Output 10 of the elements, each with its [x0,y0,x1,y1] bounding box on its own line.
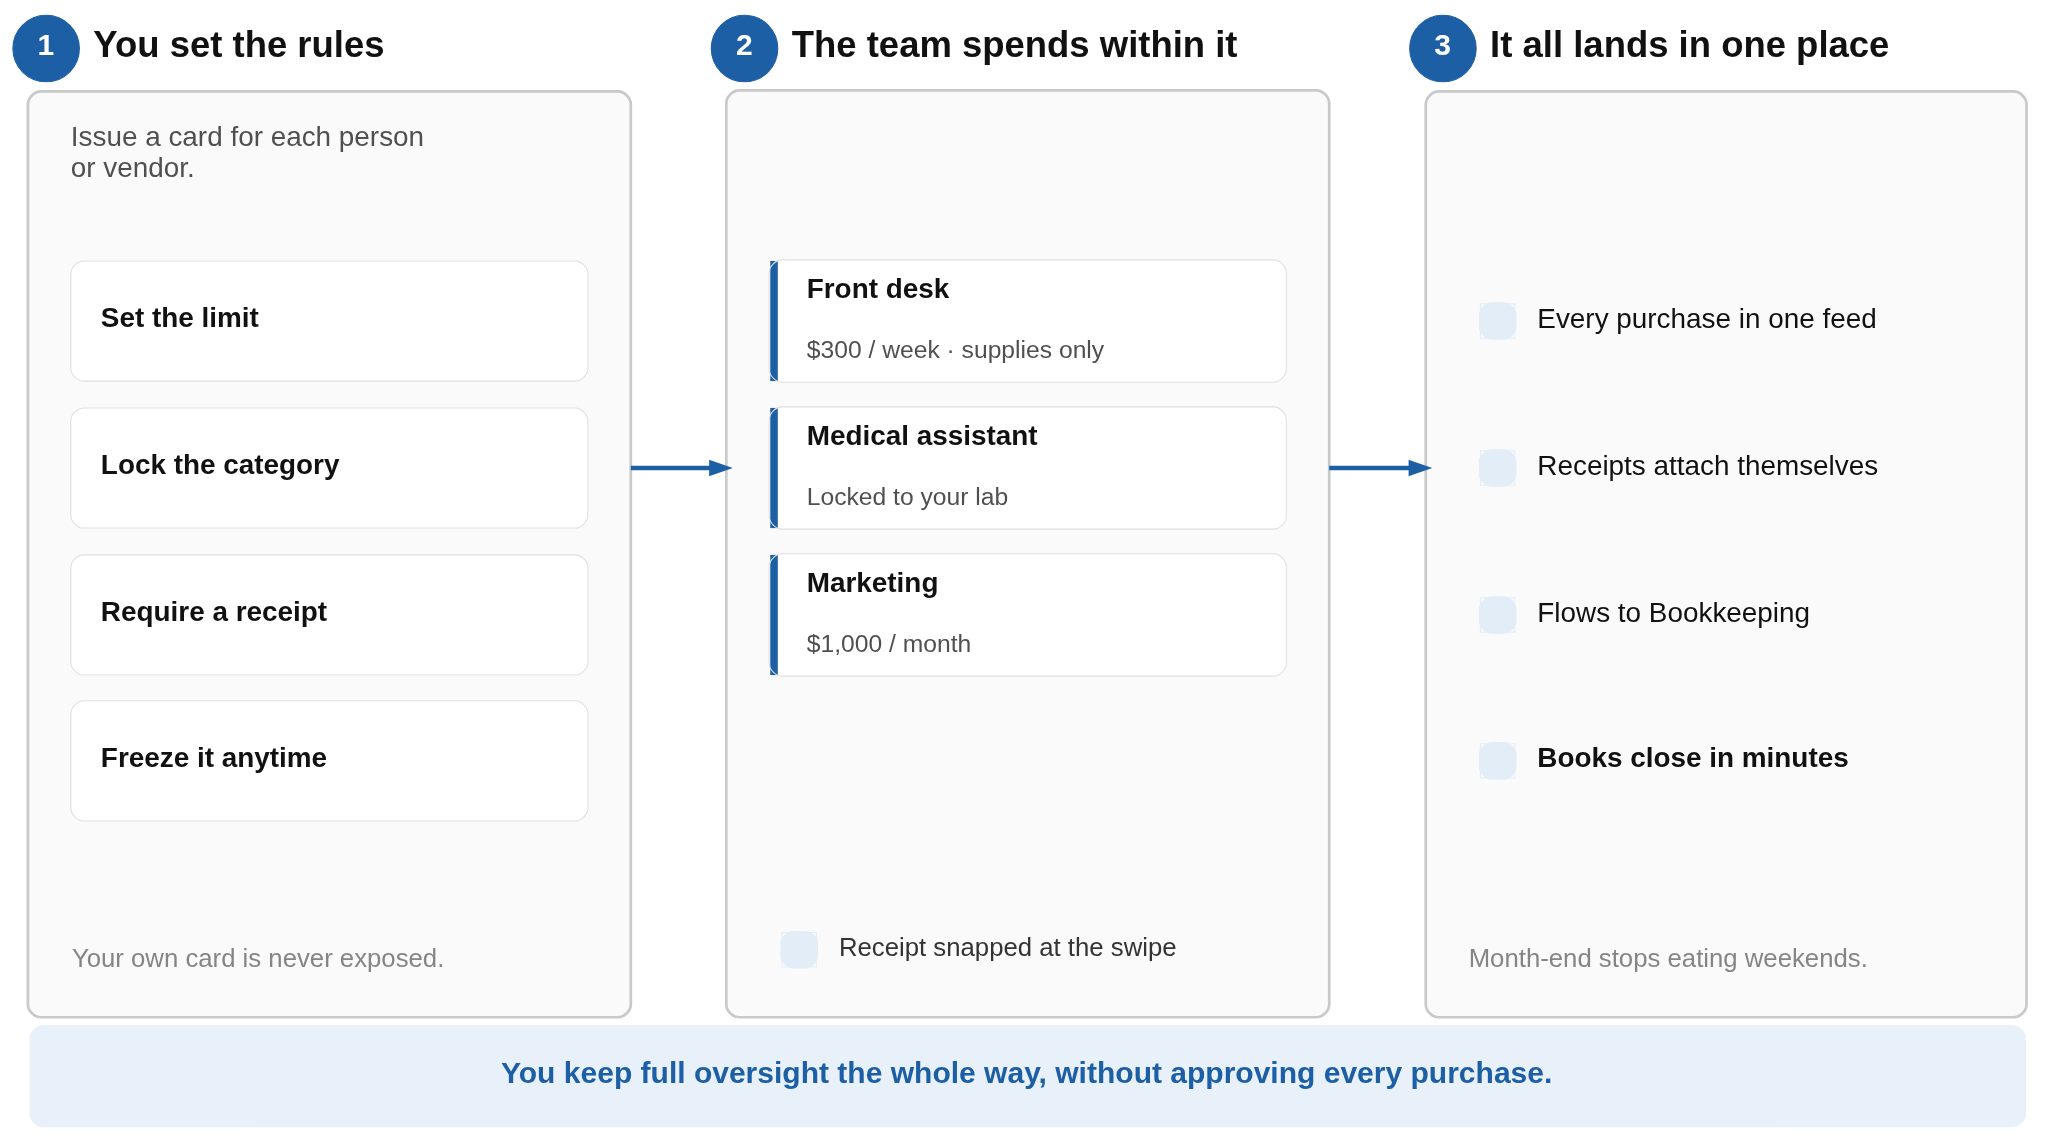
node-label: It all lands in one place [1490,24,1890,66]
node-circle: 3 [1409,14,1477,83]
node-label: The team spends within it [791,24,1238,66]
node-circle: 2 [710,14,779,83]
node-circle: 1 [12,14,80,83]
arrow [630,459,733,477]
node-label: You set the rules [93,24,385,66]
node-box: You keep full oversight the whole way, without approving every purchase. [29,1025,2026,1128]
arrow [1329,459,1433,477]
node-box: Every purchase in one feed Receipts attach themselves Flows to Bookkeeping Books close in minutes Month-end stops eating weekends. [1424,90,2028,1019]
